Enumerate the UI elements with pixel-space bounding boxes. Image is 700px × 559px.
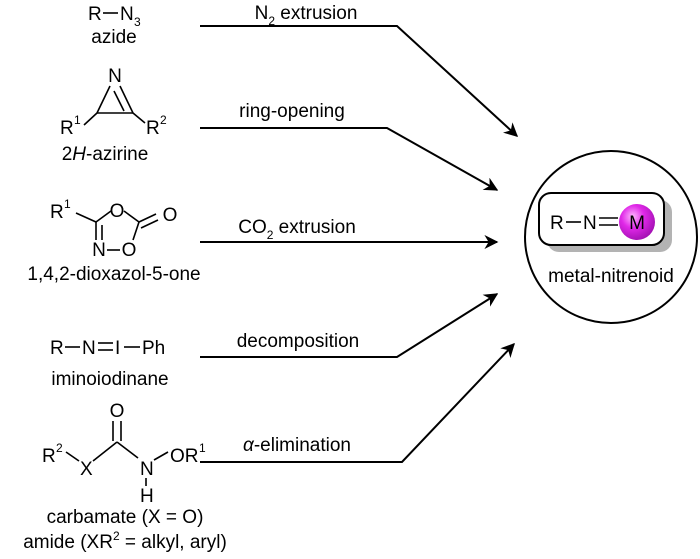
carbamate-structure: O R 2 X N H OR 1 [42, 401, 206, 507]
iminoiodinane-n: N [82, 338, 96, 359]
azirine-n: N [108, 66, 122, 87]
arrow-n2-extrusion [200, 25, 519, 137]
label-ring-opening: ring-opening [239, 101, 345, 122]
source-iminoiodinane: R N I Ph iminoiodinane [50, 338, 169, 390]
dioxazolone-bond-c5-exo-double [140, 219, 159, 229]
source-dioxazolone: R 1 O O N O 1,4,2-dioxazol-5-one [27, 197, 200, 285]
dioxazolone-structure: R 1 O O N O [50, 197, 177, 261]
carbamate-name: carbamate (X = O) [47, 507, 204, 528]
carbamate-h: H [140, 486, 154, 507]
azide-r: R [88, 4, 102, 25]
dioxazolone-bond-c5-o [132, 221, 140, 241]
label-co2-extrusion: CO2 extrusion [238, 217, 356, 242]
azide-name: azide [91, 27, 136, 48]
label-decomposition: decomposition [237, 331, 360, 352]
carbamate-n: N [140, 459, 154, 480]
arrow-alpha-elimination [200, 342, 515, 463]
iminoiodinane-name: iminoiodinane [51, 369, 168, 390]
arrow-decomposition [200, 293, 499, 358]
amide-name: amide (XR2 = alkyl, aryl) [23, 529, 227, 553]
source-azide: R N 3 azide [88, 4, 141, 48]
dioxazolone-bond-o-c5 [123, 210, 140, 223]
nitrenoid-metal: M [629, 213, 645, 234]
iminoiodinane-r: R [50, 338, 64, 359]
source-azirine: N R 1 R 2 2H-azirine [60, 66, 167, 165]
target-metal-nitrenoid: R N M metal-nitrenoid [524, 150, 698, 324]
dioxazolone-o-exo: O [163, 205, 178, 226]
dioxazolone-n: N [92, 240, 106, 261]
carbamate-x: X [80, 459, 93, 480]
dioxazolone-r1-superscript: 1 [64, 197, 71, 211]
dioxazolone-bond-r1-c3 [75, 212, 97, 223]
azirine-r2: R [146, 118, 160, 139]
azirine-bond-cn [119, 85, 134, 114]
carbamate-r2-superscript: 2 [56, 441, 63, 455]
carbamate-bond-c-n [116, 441, 139, 459]
carbamate-bond-n-o [153, 451, 169, 461]
azirine-r1: R [60, 118, 74, 139]
iminoiodinane-ph: Ph [142, 338, 165, 359]
azirine-bond-cn-double [113, 90, 125, 112]
azirine-structure: N R 1 R 2 [60, 66, 167, 139]
azide-n3-subscript: 3 [134, 15, 141, 29]
nitrenoid-n: N [583, 213, 597, 234]
arrows [200, 25, 519, 463]
arrow-labels: N2 extrusion ring-opening CO2 extrusion … [237, 3, 360, 456]
carbamate-or: OR [170, 446, 199, 467]
azirine-bond-r2 [132, 112, 146, 124]
metal-sphere [619, 204, 655, 240]
azide-structure: R N 3 [88, 4, 141, 29]
dioxazolone-bond-c5-exo [138, 213, 157, 223]
dioxazolone-o-n: O [122, 240, 137, 261]
azirine-bond-n-c3 [96, 85, 111, 114]
azirine-r1-superscript: 1 [74, 113, 81, 127]
source-carbamate-amide: O R 2 X N H OR 1 carbamate (X = O) amide… [23, 401, 227, 553]
dioxazolone-o-ring: O [110, 201, 125, 222]
carbamate-or-superscript: 1 [199, 441, 206, 455]
nitrenoid-r: R [550, 213, 564, 234]
label-alpha-elimination: α-elimination [243, 435, 351, 456]
carbamate-bond-x-c [92, 441, 118, 462]
target-name: metal-nitrenoid [548, 266, 674, 287]
azirine-r2-superscript: 2 [160, 113, 167, 127]
azirine-bond-r1 [83, 112, 98, 126]
carbamate-r2: R [42, 446, 56, 467]
arrow-ring-opening [200, 127, 499, 191]
carbamate-o-top: O [110, 401, 125, 422]
azirine-name: 2H-azirine [62, 144, 149, 165]
label-n2-extrusion: N2 extrusion [255, 3, 358, 28]
iminoiodinane-structure: R N I Ph [50, 338, 165, 359]
carbamate-bond-r2-x [65, 451, 80, 462]
dioxazolone-r1: R [50, 202, 64, 223]
iminoiodinane-i: I [115, 338, 120, 359]
azide-n3: N [120, 4, 134, 25]
dioxazolone-name: 1,4,2-dioxazol-5-one [27, 264, 200, 285]
dioxazolone-bond-c3-o [95, 210, 112, 223]
